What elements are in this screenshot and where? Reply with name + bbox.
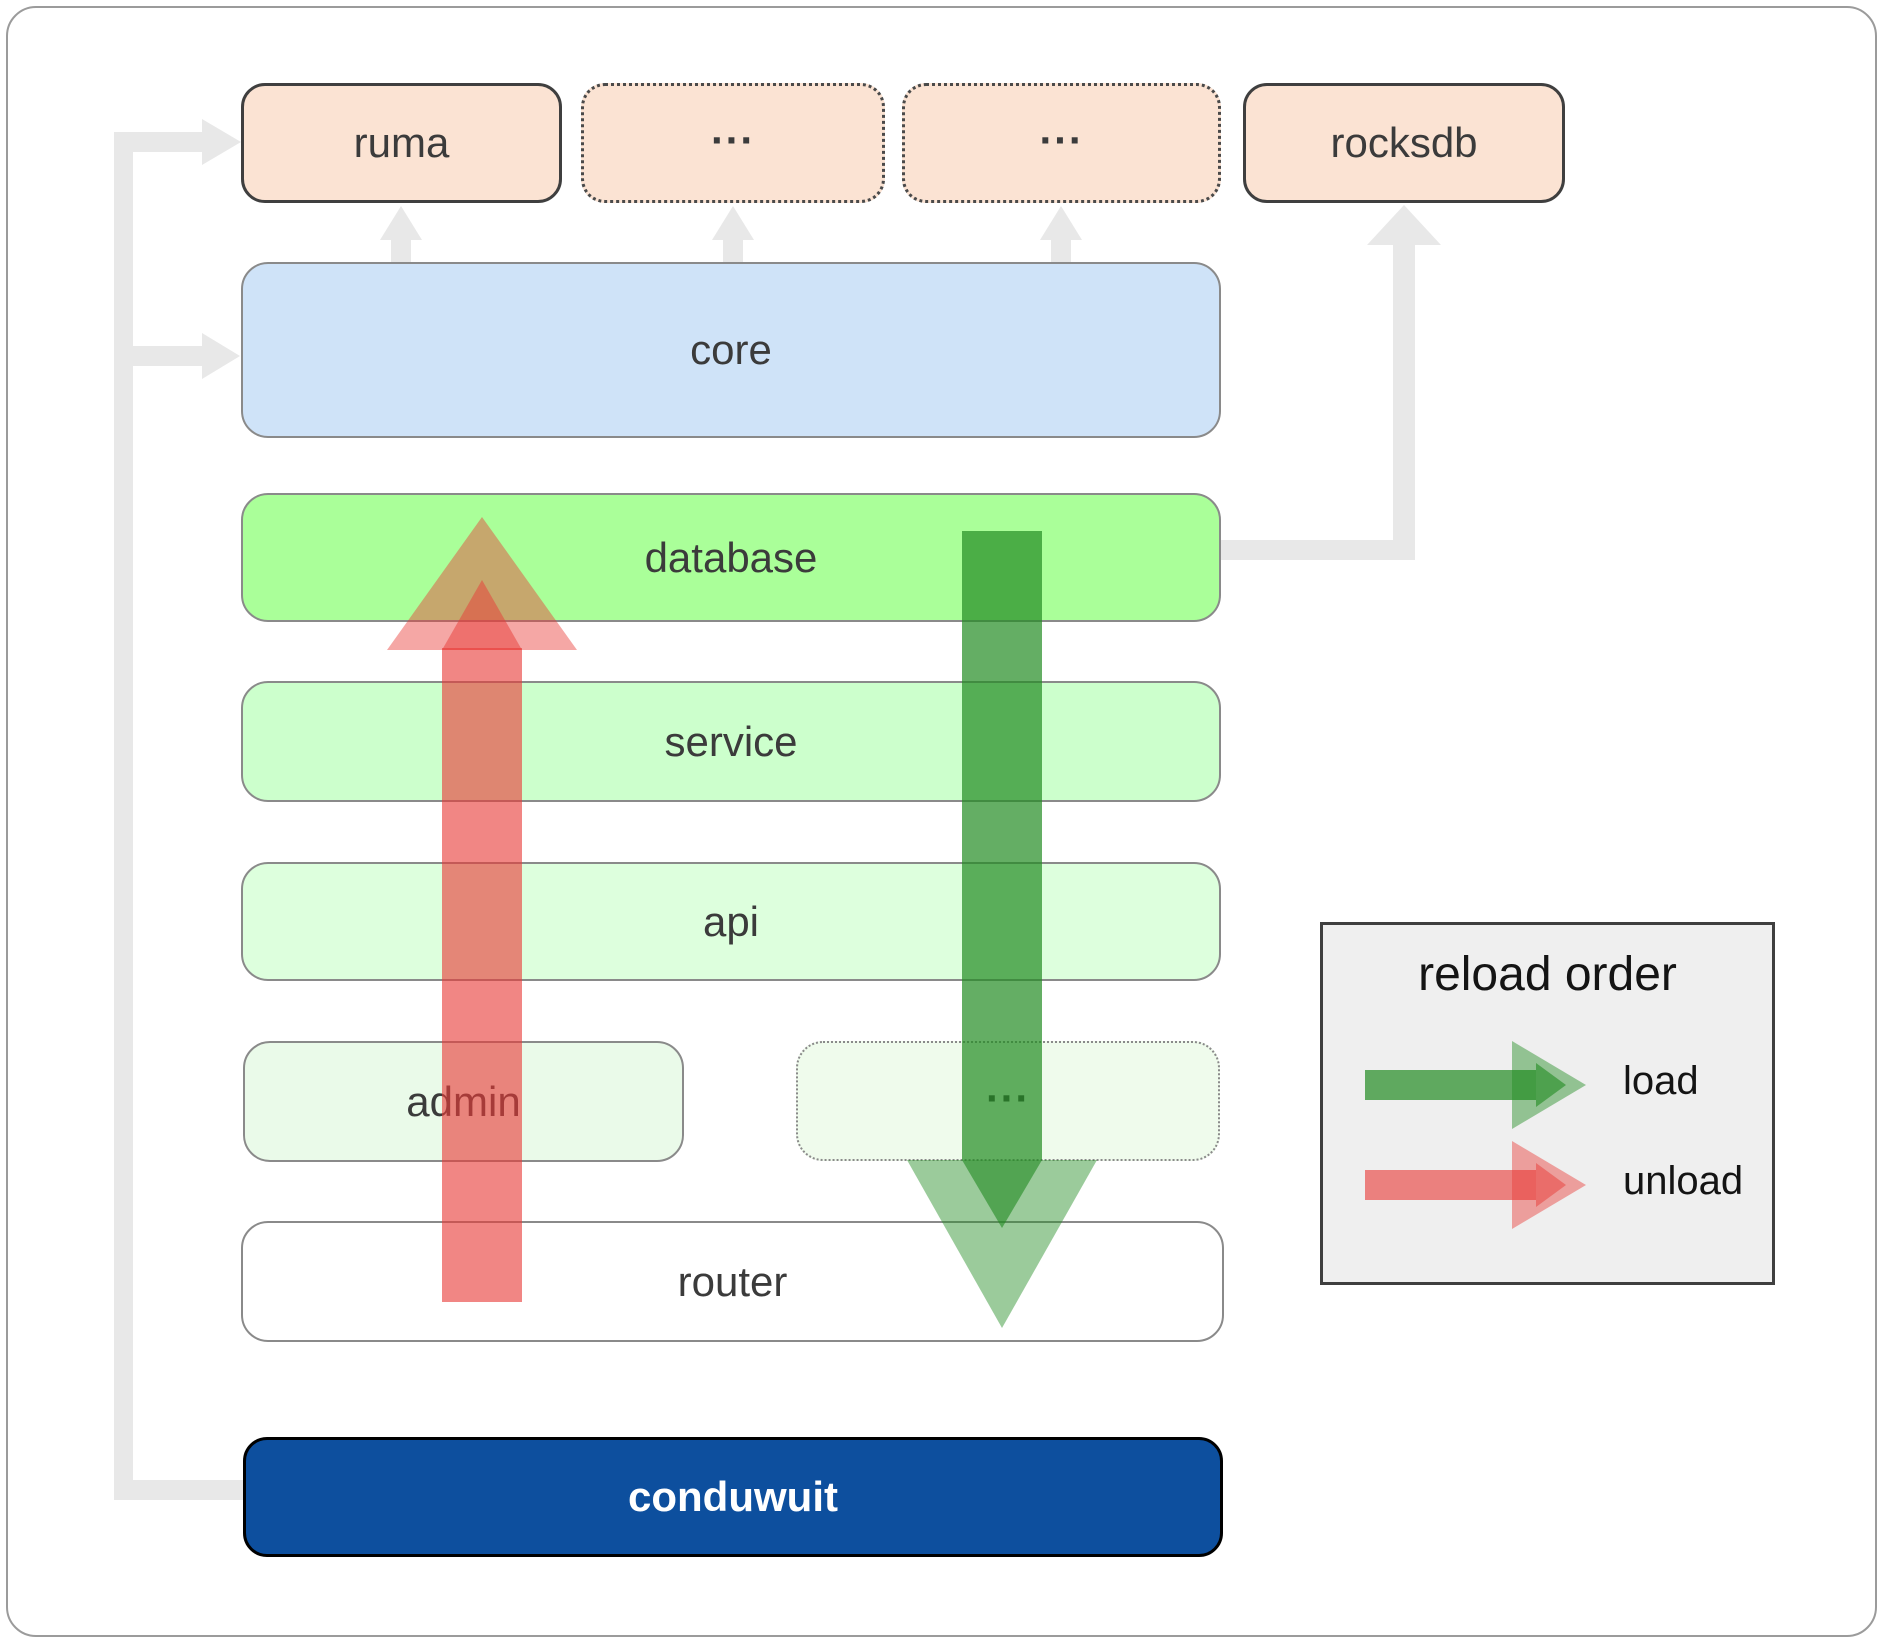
conduwuit-label: conduwuit: [628, 1473, 838, 1520]
core-label: core: [690, 326, 772, 373]
legend-unload-arrow-small-head: [1536, 1163, 1566, 1207]
box-core: core: [241, 262, 1221, 438]
box-ellipsis-2: ...: [902, 83, 1221, 203]
legend-unload-arrow-shaft: [1365, 1170, 1536, 1200]
legend-load-arrow-small-head: [1536, 1063, 1566, 1107]
legend-unload-arrow-big-head: [1512, 1141, 1586, 1229]
box-service: service: [241, 681, 1221, 802]
box-ellipsis-1: ...: [581, 83, 885, 203]
legend-title: reload order: [1418, 948, 1677, 1001]
legend-load-arrow-big-head: [1512, 1041, 1586, 1129]
box-rocksdb: rocksdb: [1243, 83, 1565, 203]
box-admin-ellipsis: ...: [796, 1041, 1220, 1161]
legend-unload-label: unload: [1623, 1159, 1744, 1203]
admin-ellipsis-label: ...: [985, 1063, 1030, 1111]
box-database: database: [241, 493, 1221, 622]
service-label: service: [664, 717, 798, 765]
database-label: database: [644, 533, 818, 581]
legend-unload-arrow: [1365, 1141, 1586, 1229]
box-router: router: [241, 1221, 1224, 1342]
box-api: api: [241, 862, 1221, 981]
api-label: api: [702, 897, 760, 945]
legend-panel: reload order load unload: [1320, 922, 1775, 1285]
legend-load-label: load: [1623, 1059, 1699, 1103]
box-ruma: ruma: [241, 83, 562, 203]
ellipsis-2-label: ...: [1039, 105, 1084, 153]
box-conduwuit: conduwuit: [243, 1437, 1223, 1557]
ruma-label: ruma: [353, 119, 450, 166]
admin-label: admin: [406, 1077, 521, 1125]
outer-frame-border: [6, 6, 1877, 1637]
legend-load-arrow-shaft: [1365, 1070, 1536, 1100]
router-label: router: [677, 1257, 788, 1305]
rocksdb-label: rocksdb: [1330, 119, 1478, 166]
legend-load-arrow: [1365, 1041, 1586, 1129]
ellipsis-1-label: ...: [710, 105, 755, 153]
box-admin: admin: [243, 1041, 684, 1162]
